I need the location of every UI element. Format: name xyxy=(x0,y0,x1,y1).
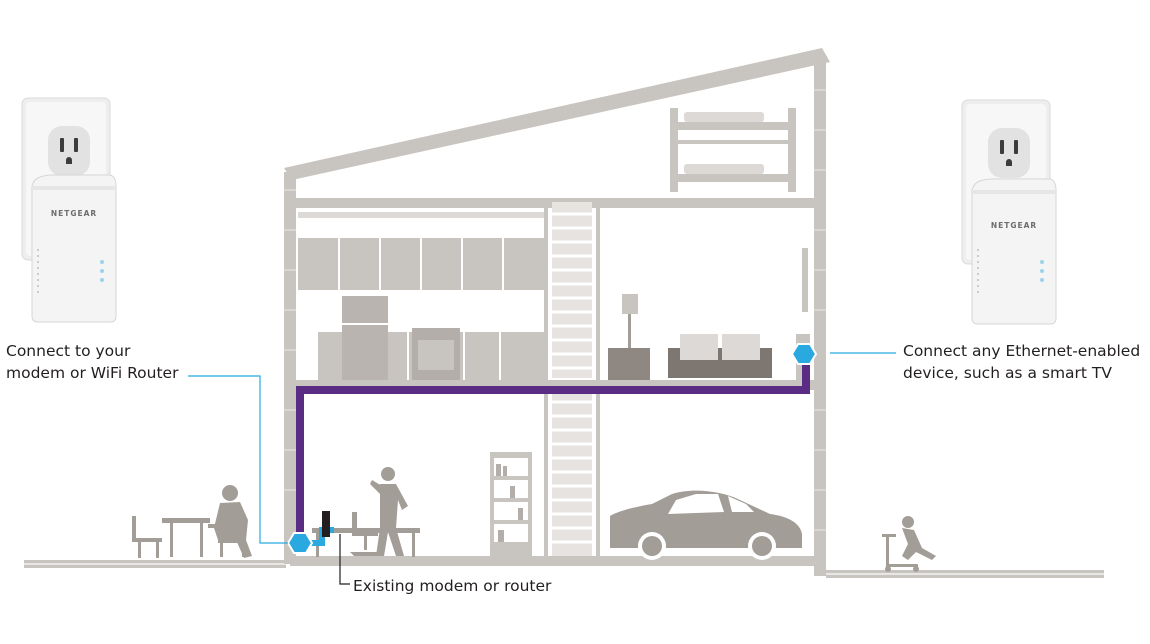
ground xyxy=(24,560,1104,578)
outdoor-cafe xyxy=(132,485,252,558)
stair-steps xyxy=(552,212,592,544)
roof xyxy=(284,48,830,180)
ethernet-cable xyxy=(308,511,334,546)
wall-texture xyxy=(284,89,826,531)
modem-icon xyxy=(322,511,330,537)
adapter-right-icon xyxy=(961,99,1057,325)
left-wall xyxy=(284,172,296,564)
callout-line-left xyxy=(188,375,288,544)
label-connect-modem-line1: Connect to your xyxy=(6,342,131,360)
callout-line-bottom xyxy=(339,534,350,585)
car-icon xyxy=(610,490,802,560)
label-existing-modem: Existing modem or router xyxy=(353,577,552,595)
adapter-right-brand: NETGEAR xyxy=(991,221,1037,230)
callout-lines xyxy=(188,352,896,544)
adapter-left-brand: NETGEAR xyxy=(51,209,97,218)
scooter-kid-icon xyxy=(882,516,936,572)
label-connect-device-line1: Connect any Ethernet-enabled xyxy=(903,342,1141,360)
adapter-left-icon xyxy=(21,97,117,323)
adapter-node-left xyxy=(286,532,314,554)
office-scene xyxy=(312,467,420,557)
label-connect-device-line2: device, such as a smart TV xyxy=(903,364,1112,382)
label-connect-modem-line2: modem or WiFi Router xyxy=(6,364,179,382)
powerline-path xyxy=(296,362,810,543)
kitchen xyxy=(298,212,544,380)
label-connect-modem: Connect to your modem or WiFi Router xyxy=(6,340,178,384)
bookshelf-icon xyxy=(490,452,532,556)
adapter-node-right xyxy=(790,343,818,365)
label-connect-device: Connect any Ethernet-enabled device, suc… xyxy=(903,340,1140,384)
living-room xyxy=(608,248,810,380)
bunk-bed-icon xyxy=(670,108,796,192)
right-wall xyxy=(814,56,826,576)
